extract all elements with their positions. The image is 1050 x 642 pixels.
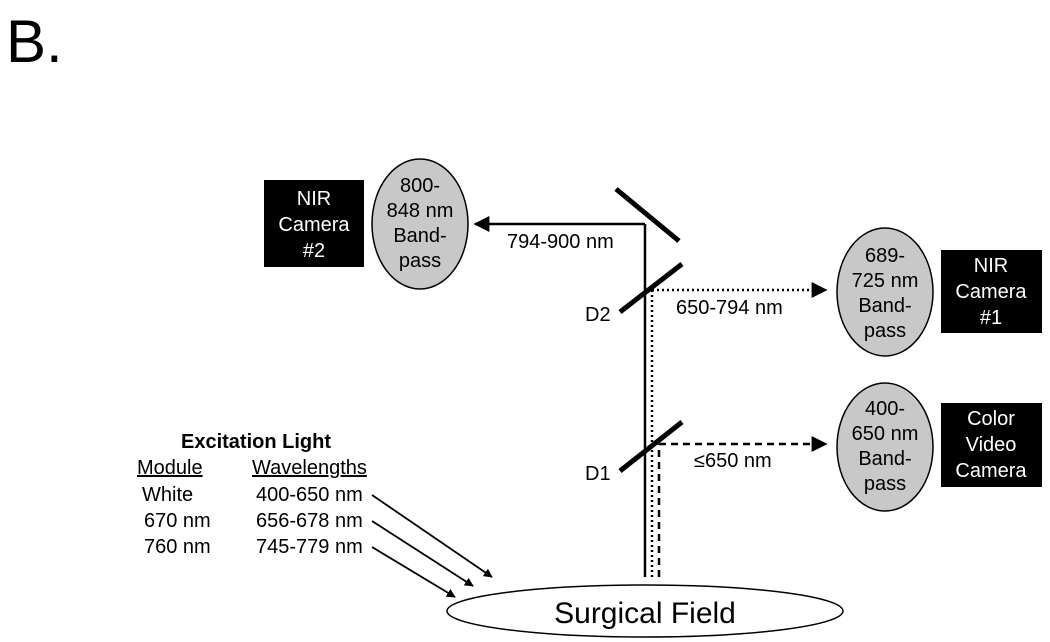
panel-label: B. <box>6 8 63 75</box>
excitation-row-2-module: 670 nm <box>144 510 211 532</box>
filter-800-848-line-3: Band- <box>393 225 446 247</box>
nir-camera-1-line-1: NIR <box>974 255 1008 277</box>
nir-camera-2: NIR Camera #2 <box>264 180 364 267</box>
nir-camera-2-line-3: #2 <box>303 240 325 262</box>
surgical-field-label: Surgical Field <box>554 597 736 630</box>
excitation-arrow-white <box>371 494 493 578</box>
dichroic-d2 <box>618 262 684 314</box>
color-video-camera-box <box>941 403 1042 487</box>
nir-camera-2-box <box>264 180 364 267</box>
excitation-arrow-670 <box>371 520 474 587</box>
filter-689-725-line-3: Band- <box>858 295 911 317</box>
color-video-camera-line-1: Color <box>967 408 1015 430</box>
excitation-row-2-wavelengths: 656-678 nm <box>256 510 363 532</box>
nir-camera-1: NIR Camera #1 <box>941 250 1042 333</box>
nir-camera-1-line-3: #1 <box>980 307 1002 329</box>
filter-800-848-ellipse <box>371 158 469 290</box>
filter-800-848-line-1: 800- <box>400 175 440 197</box>
filter-400-650: 400- 650 nm Band- pass <box>836 382 934 512</box>
nir-camera-1-box <box>941 250 1042 333</box>
filter-800-848-line-2: 848 nm <box>387 200 454 222</box>
filter-400-650-line-3: Band- <box>858 448 911 470</box>
filter-800-848: 800- 848 nm Band- pass <box>371 158 469 290</box>
nir-camera-2-line-1: NIR <box>297 188 331 210</box>
nir2-range-label: 794-900 nm <box>507 231 614 253</box>
optical-path <box>643 224 661 577</box>
excitation-arrow-760 <box>371 546 456 598</box>
dichroic-d1 <box>618 420 684 473</box>
surgical-field-ellipse <box>446 584 844 638</box>
excitation-col-wavelengths: Wavelengths <box>252 457 367 479</box>
color-range-label: ≤650 nm <box>694 450 772 472</box>
nir-camera-2-line-2: Camera <box>278 214 350 236</box>
excitation-row-1-module: White <box>142 484 193 506</box>
filter-400-650-line-1: 400- <box>865 398 905 420</box>
color-video-camera-line-2: Video <box>966 434 1017 456</box>
surgical-field: Surgical Field <box>446 584 844 638</box>
filter-689-725-line-2: 725 nm <box>852 270 919 292</box>
excitation-col-module: Module <box>137 457 203 479</box>
excitation-row-1-wavelengths: 400-650 nm <box>256 484 363 506</box>
excitation-row-3-module: 760 nm <box>144 536 211 558</box>
nir-camera-1-line-2: Camera <box>955 281 1027 303</box>
filter-689-725: 689- 725 nm Band- pass <box>836 227 934 357</box>
dichroic-d1-label: D1 <box>585 463 611 485</box>
filter-400-650-ellipse <box>836 382 934 512</box>
color-video-camera-line-3: Camera <box>955 460 1027 482</box>
dichroic-d2-label: D2 <box>585 304 611 326</box>
filter-689-725-ellipse <box>836 227 934 357</box>
color-video-camera: Color Video Camera <box>941 403 1042 487</box>
excitation-title: Excitation Light <box>181 431 331 453</box>
filter-689-725-line-1: 689- <box>865 245 905 267</box>
filter-689-725-line-4: pass <box>864 320 906 342</box>
excitation-row-3-wavelengths: 745-779 nm <box>256 536 363 558</box>
filter-400-650-line-4: pass <box>864 473 906 495</box>
nir1-range-label: 650-794 nm <box>676 297 783 319</box>
filter-800-848-line-4: pass <box>399 250 441 272</box>
top-mirror <box>614 187 681 243</box>
excitation-light-table: Excitation Light Module Wavelengths Whit… <box>137 431 367 558</box>
filter-400-650-line-2: 650 nm <box>852 423 919 445</box>
